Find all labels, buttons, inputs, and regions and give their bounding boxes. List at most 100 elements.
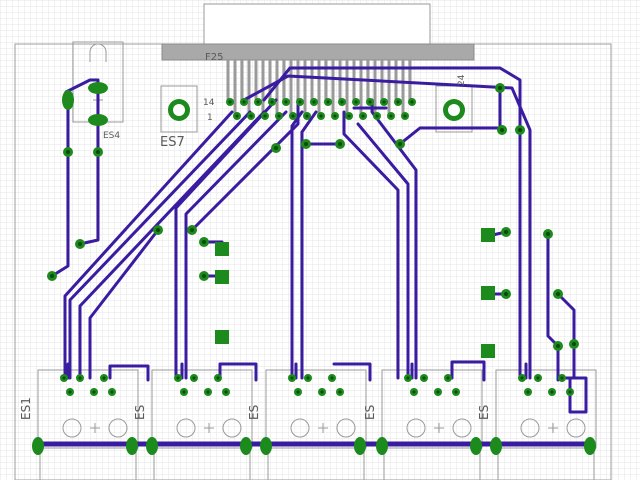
module-foot [153,447,251,480]
copper-trace [68,110,252,380]
module-label: ES [133,405,147,420]
via-hole [182,390,186,394]
via-hole [96,150,100,154]
led-body-outline [89,43,107,62]
pad-layer [32,82,596,455]
terminal-pad [240,437,252,455]
via-hole [62,376,66,380]
via-hole [274,146,278,150]
trace-layer [37,66,593,447]
via-hole [550,390,554,394]
via-hole [277,114,281,118]
via-hole [422,376,426,380]
terminal-pad [470,437,482,455]
via-hole [368,100,372,104]
via-hole [249,114,253,118]
smd-pad [215,242,229,256]
via-hole [340,100,344,104]
via-hole [242,100,246,104]
via-hole [389,114,393,118]
terminal-circle [452,418,472,438]
copper-trace [218,362,258,382]
copper-trace [398,126,504,146]
via-hole [382,100,386,104]
via-hole [50,274,54,278]
via-hole [202,240,206,244]
via-hole [68,390,72,394]
copper-trace [342,110,400,380]
via-hole [156,228,160,232]
via-hole [504,292,508,296]
copper-trace [242,74,532,380]
via-hole [347,114,351,118]
module-row [37,369,597,480]
via-hole [354,100,358,104]
via-hole [66,150,70,154]
via-hole [296,390,300,394]
copper-trace [190,98,300,232]
via-hole [319,114,323,118]
via-hole [326,100,330,104]
via-hole [396,100,400,104]
via-hole [568,390,572,394]
via-hole [572,342,576,346]
copper-trace [290,110,304,380]
mount-hole-right [443,99,465,121]
via-hole [224,390,228,394]
via-hole [338,142,342,146]
module-foot [383,447,481,480]
via-hole [375,114,379,118]
via-hole [546,232,550,236]
via-hole [338,390,342,394]
led-pad [88,82,108,94]
copper-trace [184,110,288,380]
via-hole [298,100,302,104]
copper-trace [370,98,418,380]
smd-pad [481,344,495,358]
via-hole [320,390,324,394]
via-hole [305,114,309,118]
terminal-circle [62,418,82,438]
module-label: ES [477,405,491,420]
via-hole [78,242,82,246]
copper-trace [108,364,150,382]
terminal-pad [584,437,596,455]
via-hole [228,100,232,104]
led-label: ES4 [103,131,120,141]
connector-footprint-left [160,85,198,133]
via-hole [110,390,114,394]
via-hole [291,114,295,118]
module-foot [39,447,137,480]
via-hole [436,390,440,394]
smd-pad [481,228,495,242]
via-hole [446,376,450,380]
via-hole [498,86,502,90]
via-hole [312,100,316,104]
via-hole [263,114,267,118]
copper-trace [50,150,70,278]
via-hole [520,376,524,380]
pin-label-1: 1 [207,113,213,123]
smd-pad [215,330,229,344]
via-hole [235,114,239,118]
terminal-circle [336,418,356,438]
copper-trace [450,360,486,382]
terminal-pad [146,437,158,455]
terminal-circle [520,418,540,438]
smd-pad [215,270,229,284]
pin-label-24: 24 [457,74,467,86]
via-hole [102,376,106,380]
connector-shell [203,3,431,45]
via-hole [192,376,196,380]
via-hole [412,390,416,394]
via-hole [410,100,414,104]
copper-trace [300,110,318,380]
terminal-pad [32,437,44,455]
via-hole [290,376,294,380]
via-hole [504,230,508,234]
copper-trace [63,110,234,380]
via-hole [536,376,540,380]
terminal-circle [290,418,310,438]
